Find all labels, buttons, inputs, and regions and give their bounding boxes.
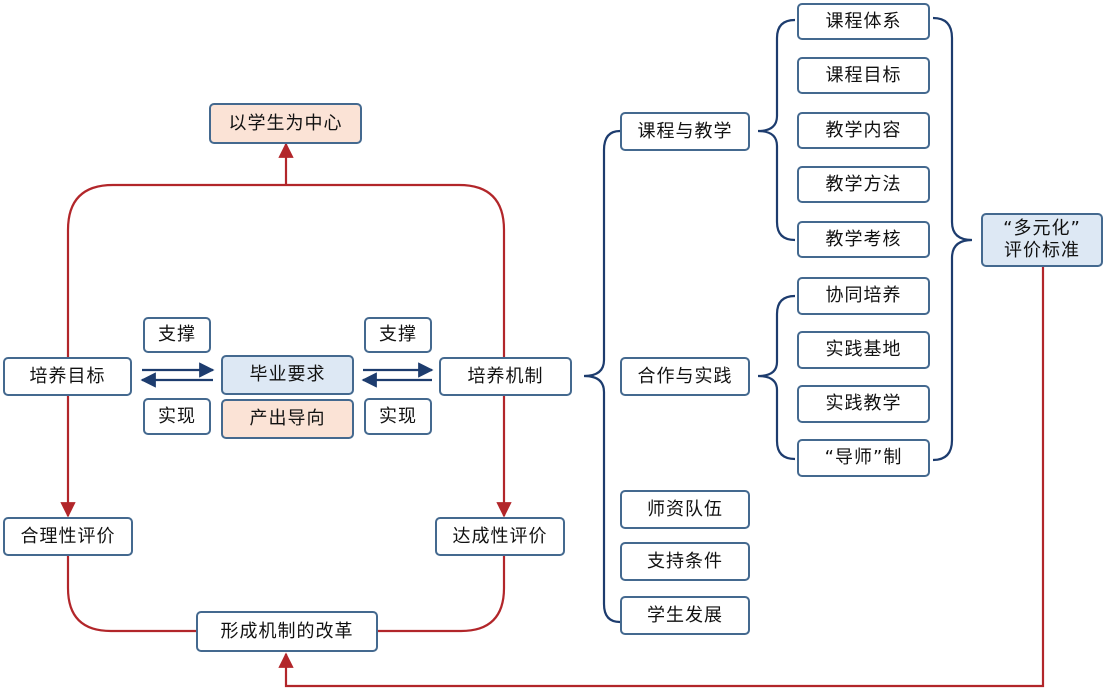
realize-left-box: 实现 [143,398,211,435]
loop-top-arc [66,183,506,358]
student-centered-box: 以学生为中心 [209,103,362,144]
evaluation-line-2: 评价标准 [1004,240,1080,261]
mentor-system-box: “导师”制 [797,439,930,477]
output-oriented-box: 产出导向 [221,399,354,439]
support-right-box: 支撑 [364,317,432,353]
loop-bottom-left [66,556,196,633]
course-goal-box: 课程目标 [797,57,930,94]
realize-right-box: 实现 [364,398,432,435]
practice-teaching-box: 实践教学 [797,385,930,423]
course-system-box: 课程体系 [797,3,930,40]
faculty-box: 师资队伍 [620,490,750,529]
training-mechanism-box: 培养机制 [439,357,572,396]
collaborative-training-box: 协同培养 [797,277,930,315]
support-conditions-box: 支持条件 [620,542,750,581]
support-left-box: 支撑 [143,317,211,353]
evaluation-line-1: “多元化” [1003,218,1081,240]
cooperation-practice-box: 合作与实践 [620,357,750,396]
achievement-evaluation-box: 达成性评价 [435,517,565,556]
graduation-requirement-box: 毕业要求 [221,355,354,395]
teaching-content-box: 教学内容 [797,112,930,149]
practice-base-box: 实践基地 [797,331,930,369]
feedback-line [278,266,1045,688]
rationality-evaluation-box: 合理性评价 [3,517,133,556]
brace-cooperation [757,294,796,461]
teaching-assessment-box: 教学考核 [797,221,930,258]
course-teaching-box: 课程与教学 [620,112,750,151]
diversified-evaluation-standard-box: “多元化” 评价标准 [981,213,1103,267]
brace-to-evaluation [932,16,973,462]
brace-mechanism [583,129,621,624]
loop-bottom-right [378,556,506,633]
mechanism-reform-box: 形成机制的改革 [196,611,378,652]
brace-course-teaching [757,18,796,242]
training-goal-box: 培养目标 [3,357,132,396]
teaching-method-box: 教学方法 [797,166,930,203]
student-development-box: 学生发展 [620,596,750,635]
